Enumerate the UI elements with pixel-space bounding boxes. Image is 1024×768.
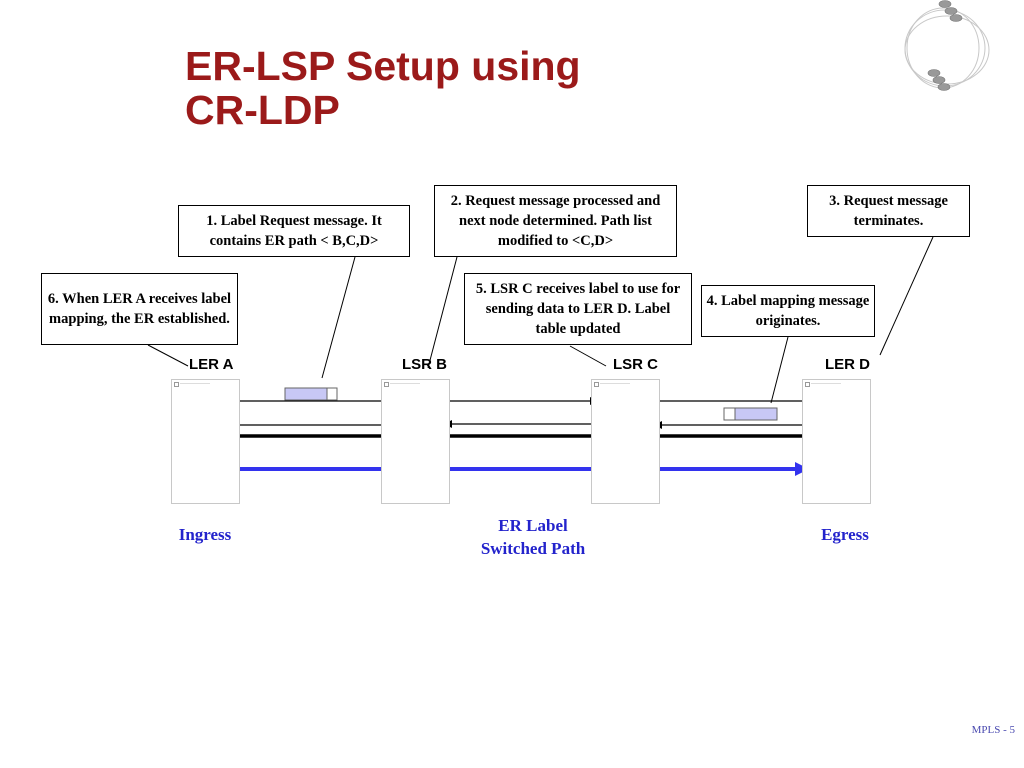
ingress-label: Ingress bbox=[178, 525, 232, 544]
callout-step2: 2. Request message processed and next no… bbox=[434, 185, 677, 257]
node-box-ler-a bbox=[171, 379, 240, 504]
callout-step1: 1. Label Request message. It contains ER… bbox=[178, 205, 410, 257]
leader-line-step1 bbox=[321, 256, 356, 379]
leader-line-step5 bbox=[569, 345, 607, 367]
node-box-lsr-b bbox=[381, 379, 450, 504]
label-mapping-packet bbox=[723, 407, 778, 421]
callout-step6: 6. When LER A receives label mapping, th… bbox=[41, 273, 238, 345]
egress-label: Egress bbox=[821, 525, 869, 544]
label-request-packet bbox=[284, 387, 338, 401]
node-label-ler-d: LER D bbox=[825, 356, 870, 373]
slide-footer: MPLS - 5 bbox=[971, 724, 1015, 736]
logo-rings-icon bbox=[904, 0, 990, 91]
node-label-ler-a: LER A bbox=[189, 356, 234, 373]
node-box-ler-d bbox=[802, 379, 871, 504]
callout-step5: 5. LSR C receives label to use for sendi… bbox=[464, 273, 692, 345]
node-label-lsr-b: LSR B bbox=[402, 356, 447, 373]
node-label-lsr-c: LSR C bbox=[613, 356, 658, 373]
er-lsp-label-line2: Switched Path bbox=[480, 539, 586, 558]
leader-line-step2 bbox=[427, 256, 458, 369]
leader-line-step6 bbox=[147, 344, 189, 367]
leader-line-step3 bbox=[879, 236, 934, 356]
leader-line-step4 bbox=[770, 336, 789, 404]
slide-title: ER-LSP Setup using CR-LDP bbox=[185, 43, 581, 133]
callout-step3: 3. Request message terminates. bbox=[807, 185, 970, 237]
node-box-lsr-c bbox=[591, 379, 660, 504]
er-lsp-label: ER Label Switched Path bbox=[458, 514, 608, 560]
callout-step4: 4. Label mapping message originates. bbox=[701, 285, 875, 337]
er-lsp-label-line1: ER Label bbox=[498, 516, 568, 535]
